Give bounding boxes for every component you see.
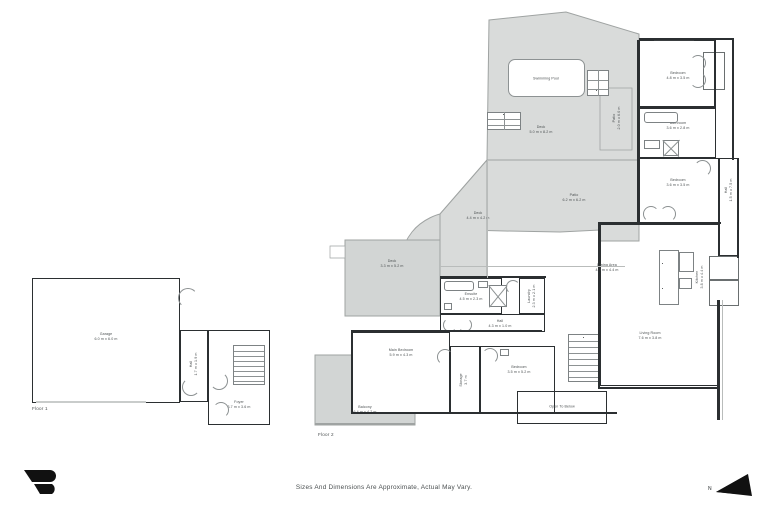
bedroom-top-wardrobe-door-icon (690, 55, 706, 71)
floor2-wall-balcony-bottom (315, 423, 415, 425)
floor2-wall-living-bottom (598, 387, 718, 390)
floor1-staircase (233, 345, 265, 385)
bedroom-mid-door2-icon (660, 206, 676, 222)
kitchen-dot-1 (662, 263, 664, 265)
floor2-wall-bed-mid-bottom (639, 222, 721, 225)
kitchen-island (659, 250, 679, 305)
patio-side-dot (596, 90, 598, 92)
ensuite-basin-fixture (478, 281, 488, 288)
main-bedroom-room (352, 332, 450, 414)
foyer-door-swing-icon (210, 372, 228, 390)
living-staircase (568, 334, 600, 382)
kitchen-sink (679, 278, 692, 289)
garage-door-swing-icon (178, 288, 198, 308)
ensuite-toilet-fixture (444, 303, 452, 310)
bedroom-top-wardrobe-door2-icon (690, 72, 706, 88)
kitchen-bench (679, 252, 694, 272)
laundry-door-icon (506, 280, 520, 294)
laundry-room (519, 278, 545, 314)
floor2-wall-right-top (637, 40, 640, 224)
ensuite-bath-fixture (444, 281, 474, 291)
bedroom-mid-door-icon (643, 206, 659, 222)
floor2-wall-living-left (598, 224, 601, 389)
floor2-wall-bath-divider (639, 106, 716, 109)
storage-room (450, 346, 480, 414)
swimming-pool (508, 59, 585, 97)
floor1-tag: Floor 1 (32, 406, 48, 411)
floor2-wall-left (351, 330, 354, 414)
floor2-wall-top-left (352, 330, 542, 333)
brand-logo-icon (24, 470, 56, 494)
floor2-wall-far-right (737, 158, 740, 258)
bedroom-lower-door-icon (482, 348, 498, 364)
dim-line-left-deck (345, 246, 346, 314)
bathroom-vanity-fixture (644, 140, 660, 149)
open-to-below-area (517, 391, 607, 424)
compass-label: N (708, 486, 712, 492)
floor2-wall-bottom (352, 412, 617, 415)
utility-room (709, 280, 739, 306)
kitchen-dot-2 (662, 288, 664, 290)
floor2-wall-ensuite-top (440, 276, 546, 279)
hall-right-room (719, 158, 739, 256)
compass-north-icon (716, 474, 752, 496)
bedroom-mid-entry-door-icon (694, 160, 711, 177)
right-exterior-wall (717, 300, 720, 420)
dim-line-top-patio (440, 266, 625, 267)
floor2-wall-dining-top (598, 222, 643, 225)
floor2-wall-right-outer-upper (732, 38, 735, 160)
foyer-entry-door-swing-icon (213, 402, 229, 418)
floor2-wall-bed-top-right (714, 40, 717, 108)
bedroom-lower-ensuite-basin (500, 349, 509, 356)
floor2-tag: Floor 2 (318, 432, 334, 437)
right-exterior-rail (722, 300, 723, 420)
storage-door-icon (437, 349, 453, 365)
patio-side-steps-divider (598, 70, 599, 96)
living-staircase-dot (583, 337, 585, 339)
bathtub-fixture (644, 112, 678, 123)
pantry-room (709, 256, 739, 280)
pool-steps-divider (504, 112, 505, 130)
open-living-area (600, 224, 719, 386)
garage-door-opening (36, 401, 146, 404)
floor2-wall-bed-top-cap (639, 38, 734, 41)
garage-room (32, 278, 180, 403)
disclaimer-text: Sizes And Dimensions Are Approximate, Ac… (295, 484, 473, 491)
floor1-hall-door-swing-icon (182, 378, 200, 396)
pool-steps-dot (503, 114, 505, 116)
dim-line-vert-mid (487, 160, 488, 278)
